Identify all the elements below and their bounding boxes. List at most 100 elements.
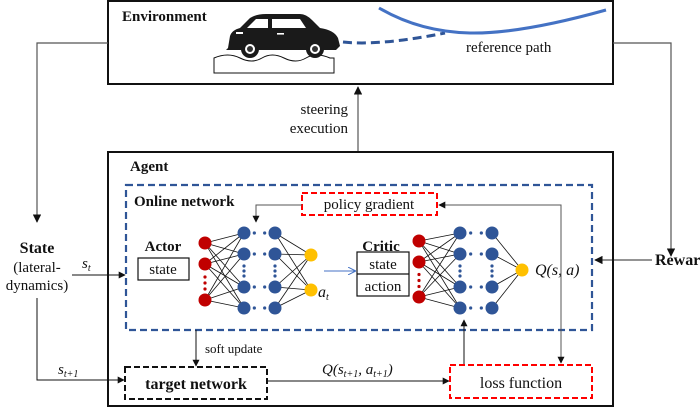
ellipsis-dot bbox=[479, 231, 483, 235]
edge bbox=[274, 253, 312, 291]
hidden-node bbox=[485, 226, 499, 240]
agent-title: Agent bbox=[130, 159, 168, 175]
ellipsis-dot bbox=[479, 285, 483, 289]
steering-label-1: steering bbox=[301, 102, 349, 118]
edge bbox=[204, 286, 245, 301]
environment-box: Environment reference path bbox=[107, 0, 614, 85]
ellipsis-dot bbox=[263, 231, 267, 235]
soft-update-label: soft update bbox=[205, 341, 263, 356]
output-node bbox=[515, 263, 529, 277]
ellipsis-dot bbox=[203, 275, 207, 279]
st1-arrow bbox=[36, 298, 125, 384]
ellipsis-dot bbox=[263, 285, 267, 289]
vehicle-trajectory bbox=[342, 31, 446, 45]
st1-label: st+1 bbox=[58, 362, 78, 380]
reference-path-curve bbox=[378, 6, 607, 35]
ellipsis-dot bbox=[273, 274, 277, 278]
edge bbox=[204, 263, 245, 309]
environment-title: Environment bbox=[122, 9, 207, 25]
target-network-box: target network bbox=[124, 366, 268, 400]
car-icon bbox=[226, 14, 340, 58]
ellipsis-dot bbox=[479, 252, 483, 256]
ellipsis-dot bbox=[263, 306, 267, 310]
ellipsis-dot bbox=[458, 264, 462, 268]
ellipsis-dot bbox=[469, 231, 473, 235]
hidden-node bbox=[485, 301, 499, 315]
critic-state-input: state bbox=[369, 257, 397, 273]
state-line2: dynamics) bbox=[6, 278, 68, 294]
state-line1: (lateral- bbox=[13, 260, 60, 276]
hidden-node bbox=[268, 247, 282, 261]
critic-title: Critic bbox=[362, 239, 400, 255]
ellipsis-dot bbox=[252, 285, 256, 289]
edge bbox=[204, 232, 245, 301]
q-to-policy-arrow bbox=[438, 201, 562, 260]
hidden-node bbox=[237, 247, 251, 261]
policy-gradient-box: policy gradient bbox=[301, 192, 438, 216]
ellipsis-dot bbox=[469, 306, 473, 310]
edge bbox=[418, 232, 461, 298]
edge bbox=[204, 253, 245, 301]
hidden-node bbox=[485, 280, 499, 294]
st-label: st bbox=[82, 256, 91, 274]
actor-network bbox=[198, 226, 318, 315]
agent-box: Agent bbox=[107, 151, 614, 407]
policy-gradient-arrow bbox=[252, 204, 302, 223]
edge bbox=[204, 253, 245, 265]
target-network-label: target network bbox=[145, 376, 247, 393]
hidden-node bbox=[453, 301, 467, 315]
output-node bbox=[304, 248, 318, 262]
ellipsis-dot bbox=[458, 274, 462, 278]
ellipsis-dot bbox=[252, 231, 256, 235]
ellipsis-dot bbox=[469, 252, 473, 256]
reward-title: Reward bbox=[655, 252, 700, 269]
hidden-node bbox=[237, 280, 251, 294]
input-node bbox=[412, 290, 426, 304]
state-feedback-arrow bbox=[32, 42, 108, 223]
hidden-node bbox=[485, 247, 499, 261]
edge bbox=[418, 296, 461, 309]
steering-label-2: execution bbox=[290, 121, 349, 137]
hidden-node bbox=[268, 301, 282, 315]
critic-input-box: state action bbox=[356, 251, 410, 297]
edge bbox=[418, 286, 461, 298]
ellipsis-dot bbox=[252, 252, 256, 256]
reward-feedback-arrow bbox=[594, 42, 676, 265]
edge bbox=[418, 232, 461, 263]
edge bbox=[491, 269, 523, 309]
edge bbox=[204, 242, 245, 288]
edge bbox=[274, 232, 312, 256]
ellipsis-dot bbox=[469, 285, 473, 289]
input-node bbox=[412, 255, 426, 269]
online-network-title: Online network bbox=[134, 194, 235, 210]
ellipsis-dot bbox=[242, 264, 246, 268]
ellipsis-dot bbox=[242, 274, 246, 278]
ellipsis-dot bbox=[417, 272, 421, 277]
svg-text:state: state bbox=[149, 262, 177, 278]
hidden-node bbox=[237, 226, 251, 240]
hidden-node bbox=[453, 280, 467, 294]
edge bbox=[204, 263, 245, 288]
edge bbox=[204, 299, 245, 309]
edge bbox=[204, 232, 245, 265]
edge bbox=[418, 261, 461, 288]
ellipsis-dot bbox=[490, 269, 494, 273]
edge bbox=[418, 240, 461, 288]
ellipsis-dot bbox=[273, 269, 277, 273]
ellipsis-dot bbox=[203, 281, 207, 285]
edge bbox=[204, 232, 245, 244]
edge bbox=[274, 254, 312, 309]
edge bbox=[274, 254, 312, 288]
output-node bbox=[304, 283, 318, 297]
input-node bbox=[198, 236, 212, 250]
edge bbox=[274, 232, 312, 291]
q-next-label: Q(st+1, at+1) bbox=[322, 362, 393, 380]
edge bbox=[418, 253, 461, 298]
edge bbox=[418, 232, 461, 242]
critic-network bbox=[412, 226, 529, 315]
ellipsis-dot bbox=[417, 278, 421, 283]
at-label: at bbox=[318, 284, 329, 303]
input-node bbox=[198, 293, 212, 307]
loss-function-label: loss function bbox=[480, 375, 562, 392]
ellipsis-dot bbox=[490, 264, 494, 268]
